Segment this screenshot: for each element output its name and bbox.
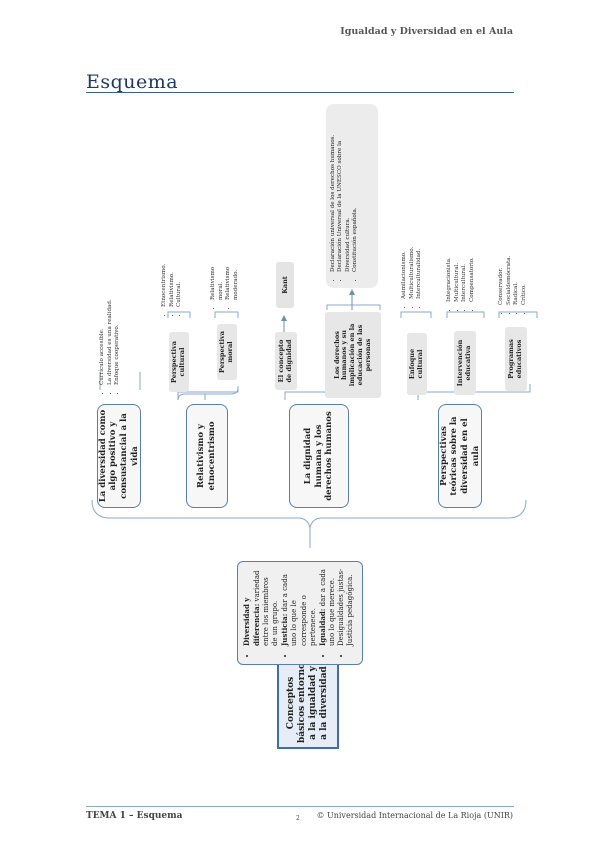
list-item: Cultural. (176, 253, 184, 307)
human-rights-docs: Declaración universal de los derechos hu… (326, 104, 378, 288)
sub-cultural-approach-label: Enfoque cultural (408, 348, 424, 380)
list-item: Asimilacionismo. (401, 229, 409, 299)
page-title: Esquema (86, 71, 179, 93)
list-item: Interculturalidad. (416, 229, 424, 299)
root-concept-label: Conceptos básicos entorno a la igualdad … (285, 663, 330, 744)
list-item: Multicultural. (454, 232, 462, 302)
sub-moral-perspective-label: Perspectiva moral (218, 330, 234, 374)
list-item: Relativismo moral. (210, 248, 225, 300)
list-item: Enfoque cooperativo. (114, 279, 122, 385)
list-item: Currículo accesible. (99, 279, 107, 385)
moral-items: Relativismo moral. Relativismo moderado. (210, 248, 244, 310)
kant-node: Kant (276, 262, 294, 308)
list-item: Relativismo. (169, 253, 177, 307)
footer-topic: TEMA 1 – Esquema (86, 811, 183, 821)
root-concept-box: Conceptos básicos entorno a la igualdad … (277, 657, 339, 749)
definitions-list: Diversidad y diferencia: variedad entre … (242, 568, 355, 658)
branch-relativism: Relativismo y etnocentrismo (186, 404, 228, 508)
definition-item: Desigualdades justas-Justicia pedagógica… (337, 568, 355, 646)
list-item: Crítico. (521, 229, 529, 305)
list-item: Declaración Universal de la UNESCO sobre… (337, 110, 352, 272)
branch-diversity-positive: La diversidad como algo positivo y consu… (97, 404, 141, 508)
list-item: Intercultural. (461, 232, 469, 302)
list-item: La diversidad es una realidad. (107, 279, 115, 385)
branch-dignity-rights: La dignidad humana y los derechos humano… (289, 404, 349, 508)
sub-human-rights-education-label: Los derechos humanos y su implicación en… (332, 323, 372, 387)
list-item: Radical. (513, 229, 521, 305)
kant-label: Kant (281, 276, 289, 294)
list-item: Relativismo moderado. (225, 248, 240, 300)
sub-cultural-perspective-label: Perspectiva cultural (170, 340, 186, 384)
branch-dignity-rights-label: La dignidad humana y los derechos humano… (303, 411, 335, 501)
definition-item: Diversidad y diferencia: variedad entre … (242, 568, 280, 646)
sub-moral-perspective: Perspectiva moral (217, 324, 237, 380)
sub-dignity-concept-label: El concepto de dignidad (277, 339, 293, 383)
list-item: Socialdemócrata. (506, 229, 514, 305)
branch-theoretical-perspectives: Perspectivas teóricas sobre la diversida… (438, 404, 482, 508)
list-item: Integracionista. (446, 232, 454, 302)
footer-copyright: © Universidad Internacional de La Rioja … (316, 811, 513, 820)
sub-educational-programs-label: Programas educativos (507, 339, 523, 379)
page-number: 2 (296, 815, 300, 822)
programs-items: Conservador. Socialdemócrata. Radical. C… (498, 229, 538, 315)
cultural-approach-items: Asimilacionismo. Multiculturalismo. Inte… (401, 229, 435, 309)
sub-human-rights-education: Los derechos humanos y su implicación en… (325, 312, 381, 398)
sub-cultural-approach: Enfoque cultural (407, 333, 427, 395)
list-item: Compensatorio. (469, 232, 477, 302)
list-item: Conservador. (498, 229, 506, 305)
sub-cultural-perspective: Perspectiva cultural (169, 332, 189, 392)
sub-educational-intervention-label: Intervención educativa (456, 339, 472, 387)
branch-diversity-positive-label: La diversidad como algo positivo y consu… (97, 409, 140, 503)
title-rule (86, 92, 514, 93)
cultural-items: Etnocentrismo. Relativismo. Cultural. (161, 253, 195, 317)
running-header: Igualdad y Diversidad en el Aula (340, 26, 513, 37)
list-item: Etnocentrismo. (161, 253, 169, 307)
list-item: Constitución española. (352, 110, 359, 272)
branch-relativism-label: Relativismo y etnocentrismo (196, 421, 217, 491)
list-item: Multiculturalismo. (409, 229, 417, 299)
sub-dignity-concept: El concepto de dignidad (275, 332, 297, 390)
footer-rule (86, 806, 514, 807)
definitions-box: Diversidad y diferencia: variedad entre … (237, 561, 363, 665)
definition-item: Igualdad: dar a cada uno lo que merece. (318, 568, 337, 646)
definition-item: Justicia: dar a cada uno lo que le corre… (280, 568, 317, 646)
branch-theoretical-perspectives-label: Perspectivas teóricas sobre la diversida… (438, 416, 481, 496)
sub-educational-intervention: Intervención educativa (454, 331, 476, 395)
intervention-items: Integracionista. Multicultural. Intercul… (446, 232, 486, 312)
sub-educational-programs: Programas educativos (505, 327, 527, 391)
branch1-items: Currículo accesible. La diversidad es un… (99, 279, 141, 395)
